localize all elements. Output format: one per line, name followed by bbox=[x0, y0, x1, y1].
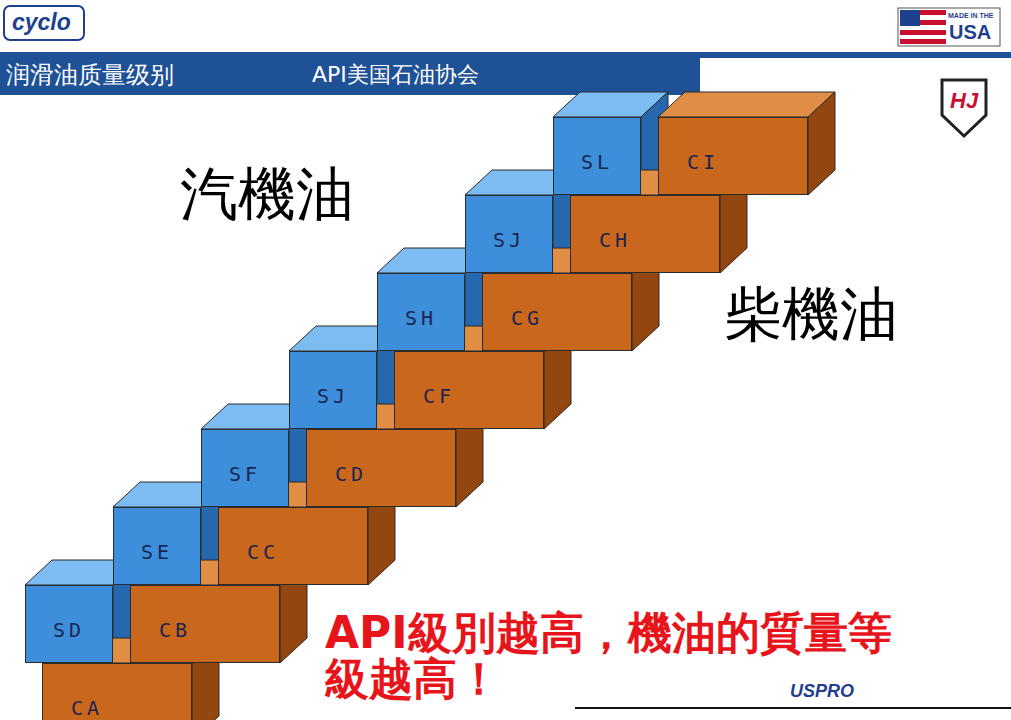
diesel-grade-box: CI bbox=[658, 117, 808, 195]
grade-code: CC bbox=[247, 528, 279, 564]
gasoline-grade-cube: SJ bbox=[289, 351, 377, 429]
grade-code: SF bbox=[229, 450, 261, 486]
grade-code: CF bbox=[423, 372, 455, 408]
gasoline-grade-cube: SD bbox=[25, 585, 113, 663]
shield-logo bbox=[942, 80, 986, 136]
grade-code: SE bbox=[141, 528, 173, 564]
grade-code: CH bbox=[599, 216, 631, 252]
brand-logo: cyclo bbox=[12, 8, 71, 36]
header-subtitle: API美国石油协会 bbox=[312, 61, 479, 89]
gasoline-grade-cube: SJ bbox=[465, 195, 553, 273]
grade-code: SL bbox=[581, 138, 613, 174]
grade-code: SH bbox=[405, 294, 437, 330]
badge-text: USA bbox=[949, 20, 991, 44]
grade-code: CD bbox=[335, 450, 367, 486]
gasoline-grade-cube: SE bbox=[113, 507, 201, 585]
header-bar bbox=[0, 55, 700, 95]
diesel-grade-box: CA bbox=[42, 663, 192, 720]
shield-logo-text: HJ bbox=[950, 88, 978, 114]
badge-frame bbox=[898, 8, 1000, 46]
cube-top-face bbox=[658, 92, 835, 117]
underline bbox=[575, 707, 1011, 709]
grade-code: CB bbox=[159, 606, 191, 642]
grade-code: SJ bbox=[317, 372, 349, 408]
grade-code: CI bbox=[687, 138, 719, 174]
grade-code: CA bbox=[71, 684, 103, 720]
logo-frame bbox=[4, 6, 84, 40]
diesel-grade-box: CC bbox=[218, 507, 368, 585]
diesel-grade-box: CB bbox=[130, 585, 280, 663]
slide-title: 润滑油质量级别 bbox=[6, 60, 174, 90]
grade-code: CG bbox=[511, 294, 543, 330]
diesel-grade-box: CF bbox=[394, 351, 544, 429]
grade-code: SJ bbox=[493, 216, 525, 252]
badge-text: MADE IN THE bbox=[948, 11, 994, 20]
grade-code: SD bbox=[53, 606, 85, 642]
group-label: 柴機油 bbox=[724, 280, 898, 348]
brand-logo: USPRO bbox=[790, 680, 854, 702]
gasoline-grade-cube: SL bbox=[553, 117, 641, 195]
gasoline-grade-cube: SF bbox=[201, 429, 289, 507]
diesel-grade-box: CG bbox=[482, 273, 632, 351]
usa-flag bbox=[900, 10, 946, 44]
diesel-grade-box: CD bbox=[306, 429, 456, 507]
diesel-grade-box: CH bbox=[570, 195, 720, 273]
gasoline-grade-cube: SH bbox=[377, 273, 465, 351]
cube-side-face bbox=[808, 92, 835, 195]
group-label: 汽機油 bbox=[180, 160, 354, 228]
